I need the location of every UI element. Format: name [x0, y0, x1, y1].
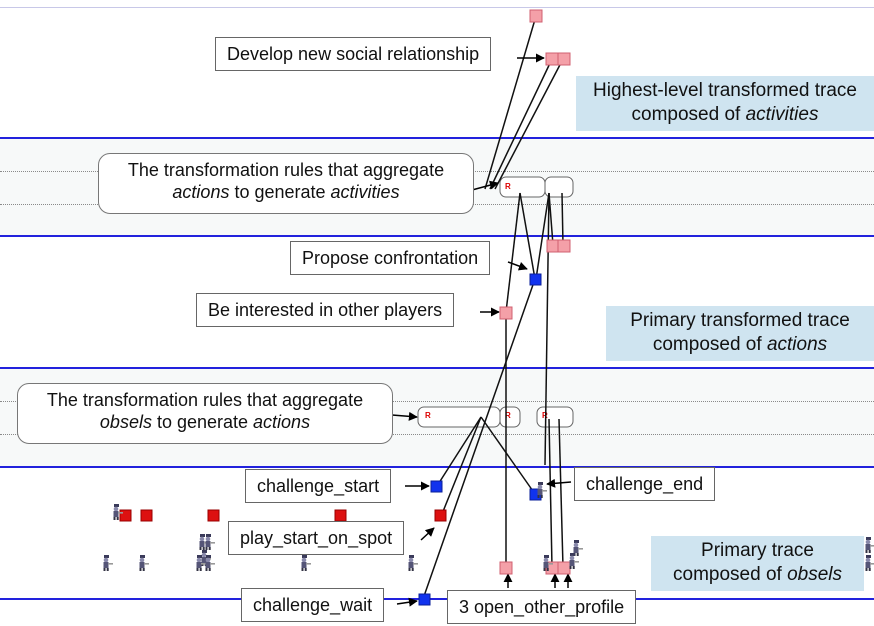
rule-callout-line: The transformation rules that aggregate [46, 390, 364, 410]
trace-label-line: composed of actions [612, 333, 868, 357]
dotted-guide-line [0, 434, 874, 435]
transformation-links [422, 15, 564, 600]
primary-trace-label: Primary trace composed of obsels [651, 536, 864, 591]
rule-callout-emphasis: actions [253, 412, 311, 432]
activity-obsels [529, 9, 571, 66]
open-other-profile-label: 3 open_other_profile [447, 590, 637, 624]
primary-transformed-trace-label: Primary transformed trace composed of ac… [606, 306, 874, 361]
rule-callout-text: to generate [229, 182, 331, 202]
trace-label-emphasis: obsels [787, 564, 842, 585]
challenge-wait-label: challenge_wait [241, 588, 385, 622]
rule-callout-line: obsels to generate actions [28, 411, 382, 433]
trace-label-emphasis: activities [745, 104, 819, 125]
label-pointers [391, 53, 573, 607]
trace-label-text: composed of [652, 334, 767, 355]
play-start-on-spot-label: play_start_on_spot [228, 521, 405, 555]
primary-trace-baseline [0, 598, 874, 600]
trace-label-line: composed of activities [582, 103, 868, 127]
trace-label-line: Primary trace [701, 540, 814, 561]
propose-confrontation-label: Propose confrontation [290, 241, 491, 275]
primary-obsels [119, 509, 571, 606]
activity-rules-callout: The transformation rules that aggregate … [98, 153, 474, 214]
rule-callout-text: to generate [151, 412, 254, 432]
highest-trace-baseline [0, 137, 874, 139]
interested-in-players-label: Be interested in other players [196, 293, 455, 327]
trace-label-line: composed of obsels [657, 563, 858, 587]
activity-rule-boxes: R [499, 176, 574, 198]
rule-callout-line: actions to generate activities [109, 181, 463, 203]
trace-label-emphasis: actions [766, 334, 828, 355]
rules-band-boundary [0, 235, 874, 237]
rule-callout-emphasis: obsels [99, 412, 152, 432]
trace-label-line: Primary transformed trace [630, 310, 850, 331]
action-obsels [430, 239, 571, 501]
highest-trace-label: Highest-level transformed trace composed… [576, 76, 874, 131]
challenge-end-label: challenge_end [574, 467, 716, 501]
dotted-guide-line [0, 401, 874, 402]
rule-marker: R [425, 411, 431, 420]
rule-callout-line: The transformation rules that aggregate [127, 160, 445, 180]
top-border-line [0, 7, 874, 8]
trace-label-text: composed of [673, 564, 788, 585]
rule-box [499, 406, 521, 428]
rule-callout-emphasis: actions [172, 182, 230, 202]
challenge-start-label: challenge_start [245, 469, 392, 503]
rule-callout-emphasis: activities [330, 182, 400, 202]
primary-transformed-trace-baseline [0, 367, 874, 369]
rule-box [544, 176, 574, 198]
rules-band-boundary [0, 466, 874, 468]
rule-marker: R [505, 411, 511, 420]
rule-marker: R [505, 182, 511, 191]
trace-label-line: Highest-level transformed trace [593, 80, 857, 101]
action-rules-callout: The transformation rules that aggregate … [17, 383, 393, 444]
develop-social-relationship-label: Develop new social relationship [215, 37, 492, 71]
trace-label-text: composed of [631, 104, 746, 125]
